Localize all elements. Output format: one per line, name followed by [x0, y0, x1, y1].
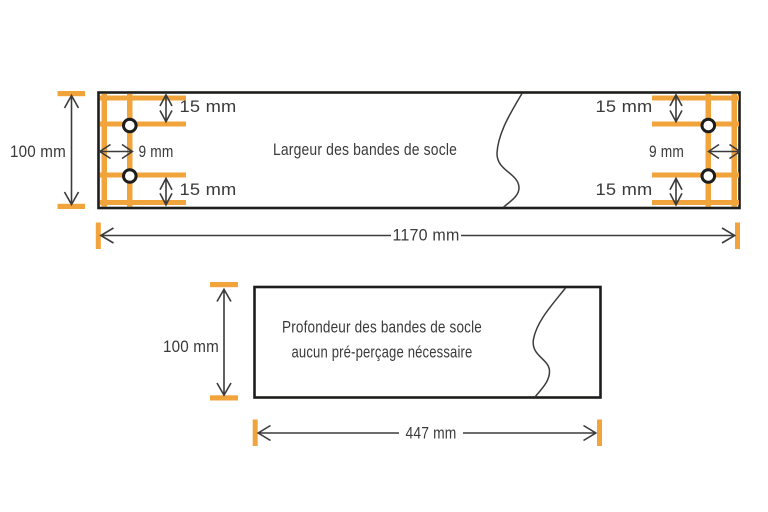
mounting-hole: [700, 117, 717, 134]
strip-left-15mm-bottom: [100, 172, 186, 178]
bottom-dimension-arrows: [216, 287, 598, 442]
left-hole-offset-label: 9 mm: [139, 142, 174, 161]
top-diagram: 100 mm 15 mm 9 mm 15 mm 15 mm 9 mm 15 mm…: [10, 91, 742, 249]
strip-right-15mm-bottom: [652, 172, 739, 178]
mounting-hole: [122, 168, 138, 184]
dim-height-top-cap: [57, 91, 85, 97]
right-hole-offset-label: 9 mm: [649, 142, 684, 161]
depth-height-dimension-label: 100 mm: [163, 337, 219, 356]
dim-depth-height-bottom-cap: [210, 395, 238, 401]
height-dimension-label: 100 mm: [10, 142, 66, 161]
dim-height-arrow: [63, 93, 80, 207]
dim-right-15mm-top-arrow: [669, 93, 683, 124]
dim-depth-width-left-tick: [252, 419, 258, 446]
dim-left-15mm-bottom-arrow: [159, 176, 173, 207]
bottom-labels: 100 mm Profondeur des bandes de socle au…: [163, 319, 482, 443]
dim-left-9mm-arrow: [98, 143, 134, 160]
right-bottom-inset-label: 15 mm: [596, 180, 653, 199]
mounting-hole: [122, 117, 138, 134]
strip-left-top-inset: [100, 95, 186, 101]
break-line: [532, 287, 567, 398]
dim-depth-width-right-tick: [597, 419, 602, 446]
bottom-diagram-title-line1: Profondeur des bandes de socle: [282, 319, 482, 337]
strip-left-vertical-inset: [101, 94, 107, 207]
strip-right-hole-line: [705, 94, 711, 207]
dim-height-bottom-cap: [57, 203, 85, 209]
plinth-width-outline: [97, 91, 741, 210]
right-top-inset-label: 15 mm: [596, 97, 653, 116]
strip-right-vertical-inset: [731, 94, 737, 207]
break-line: [496, 93, 523, 208]
strip-right-bottom-inset: [652, 200, 739, 205]
dim-depth-height-arrow: [216, 287, 232, 397]
top-dimension-arrows: [63, 93, 742, 244]
width-dimension-label: 1170 mm: [393, 226, 460, 245]
dim-depth-width-arrow: [256, 424, 598, 442]
left-bottom-inset-label: 15 mm: [180, 180, 237, 199]
dim-width-arrow: [99, 227, 737, 244]
dim-width-left-tick: [95, 222, 101, 249]
strip-left-15mm-top: [100, 121, 186, 127]
strip-right-top-inset: [652, 95, 739, 101]
dim-right-9mm-arrow: [707, 143, 742, 160]
bottom-diagram: 100 mm Profondeur des bandes de socle au…: [163, 282, 602, 446]
mounting-hole: [700, 168, 717, 184]
left-top-inset-label: 15 mm: [180, 97, 237, 116]
dim-depth-height-top-cap: [210, 282, 238, 288]
dim-width-right-tick: [735, 222, 740, 249]
top-diagram-title: Largeur des bandes de socle: [273, 141, 457, 159]
dim-right-15mm-bottom-arrow: [669, 176, 683, 207]
depth-width-dimension-label: 447 mm: [406, 424, 457, 443]
strip-right-15mm-top: [652, 121, 739, 127]
strip-left-bottom-inset: [100, 200, 186, 205]
mounting-holes: [122, 117, 717, 184]
dim-left-15mm-top-arrow: [159, 93, 173, 124]
bottom-orange-marks: [210, 282, 602, 446]
top-labels: 100 mm 15 mm 9 mm 15 mm 15 mm 9 mm 15 mm…: [10, 97, 684, 245]
bottom-diagram-title-line2: aucun pré-perçage nécessaire: [292, 344, 473, 362]
plinth-depth-outline: [253, 285, 602, 399]
